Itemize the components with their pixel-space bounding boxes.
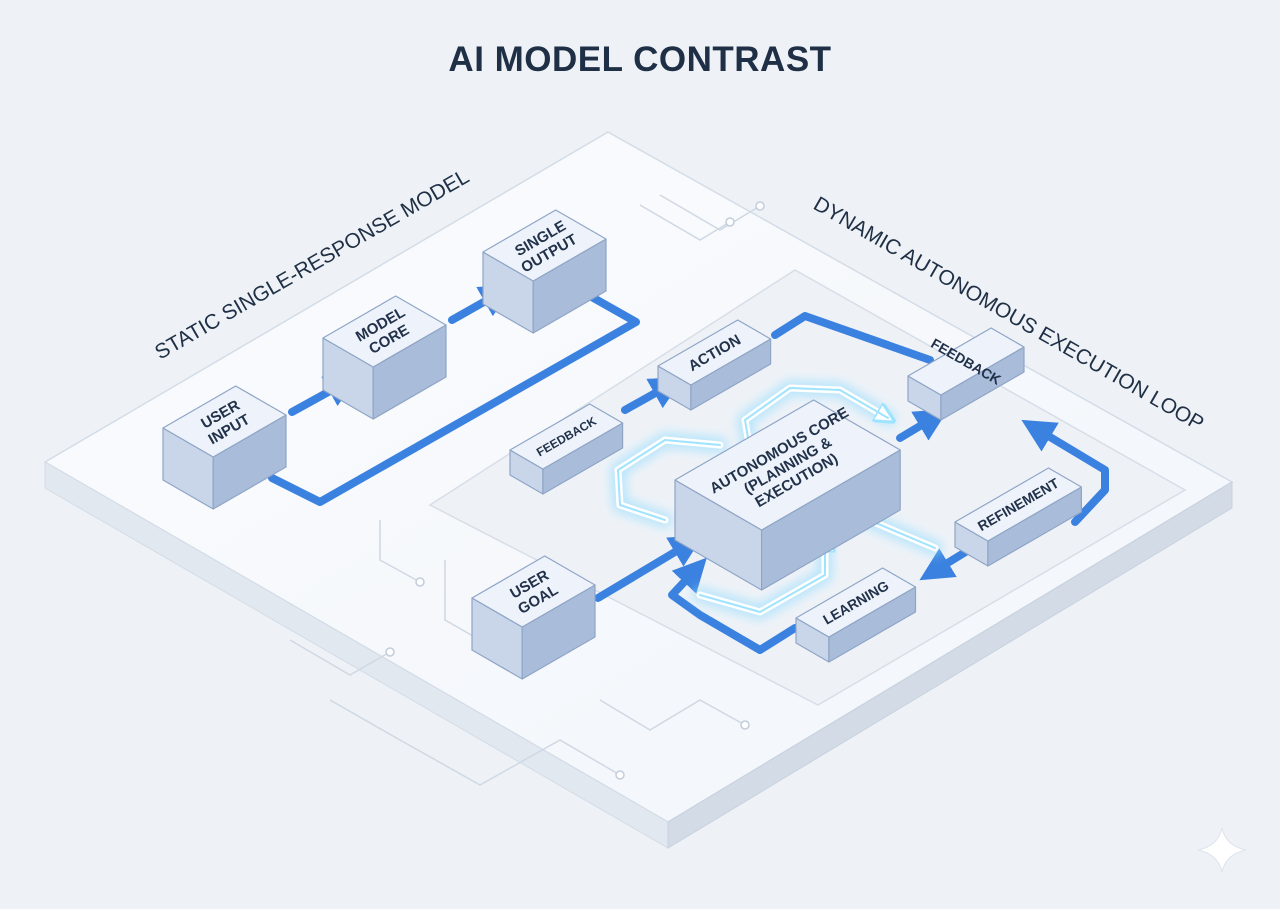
page-title: AI MODEL CONTRAST xyxy=(448,40,832,79)
block-user-input: USERINPUT xyxy=(162,385,287,510)
block-model-core: MODELCORE xyxy=(322,295,447,420)
arrow-core-to-feedback xyxy=(896,408,949,442)
block-autonomous-core: AUTONOMOUS CORE(PLANNING &EXECUTION) xyxy=(674,399,901,591)
sparkle-icon xyxy=(1197,827,1247,873)
arrow-learning-loop xyxy=(668,557,799,654)
block-user-goal: USERGOAL xyxy=(471,555,596,680)
block-action: ACTION xyxy=(657,319,772,411)
arrow-goal-to-core xyxy=(594,534,704,602)
arrow-right-loop xyxy=(1021,419,1109,526)
block-face-top xyxy=(322,295,447,368)
return-path-output xyxy=(268,292,640,506)
block-face-top xyxy=(471,555,596,628)
block-single-output: SINGLEOUTPUT xyxy=(482,209,607,334)
block-face-top xyxy=(509,403,624,470)
block-face-top xyxy=(657,319,772,386)
block-face-top xyxy=(482,209,607,282)
block-face-top xyxy=(162,385,287,458)
block-face-top xyxy=(795,567,917,638)
circuit-traces xyxy=(289,194,761,786)
block-learning: LEARNING xyxy=(795,567,917,663)
block-face-top xyxy=(954,467,1083,542)
circuit-nodes xyxy=(385,201,765,780)
loop-flow-arrows xyxy=(594,312,1109,654)
glow-loop-arrows xyxy=(610,380,943,620)
block-face-top xyxy=(674,399,901,531)
arrow-action-to-feedback xyxy=(771,312,934,364)
block-feedback-right: FEEDBACK xyxy=(907,327,1025,421)
block-face-top xyxy=(907,327,1025,396)
